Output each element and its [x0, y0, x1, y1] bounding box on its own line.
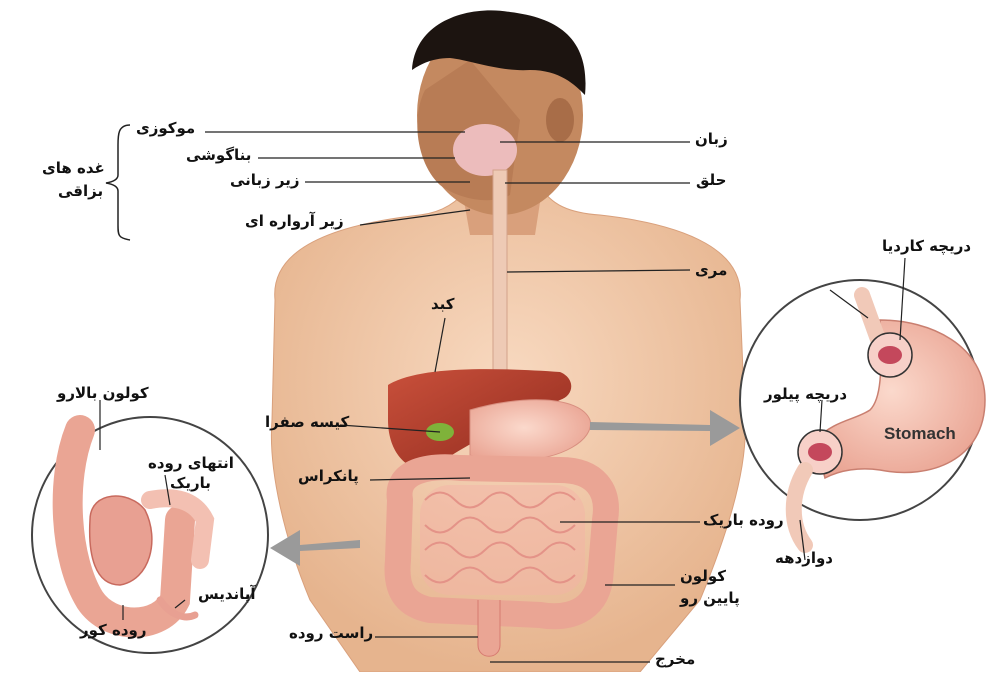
- salivary-bracket: [106, 125, 130, 240]
- ear: [546, 98, 574, 142]
- label-ileum-end-1: انتهای روده: [148, 455, 234, 472]
- label-pylorus-valve: دریچه پیلور: [764, 386, 847, 403]
- label-pharynx: حلق: [696, 172, 726, 189]
- label-cardia-valve: دریچه کاردیا: [882, 238, 971, 255]
- label-cecum: روده کور: [80, 622, 147, 639]
- label-descending-colon-2: پایین رو: [680, 590, 740, 607]
- label-rectum: راست روده: [289, 625, 373, 642]
- label-tongue: زبان: [695, 131, 728, 148]
- label-gallbladder: کیسه صفرا: [265, 414, 349, 431]
- label-liver: کبد: [431, 296, 455, 313]
- label-mucosa: موکوزی: [136, 120, 195, 137]
- label-duodenum: دوازدهه: [775, 550, 833, 567]
- label-esophagus: مری: [695, 262, 727, 279]
- label-ileum-end-2: باریک: [170, 475, 211, 492]
- label-salivary-glands-1: غده های: [42, 160, 105, 177]
- label-ascending-colon: کولون بالارو: [57, 385, 149, 402]
- label-stomach: Stomach: [884, 424, 956, 444]
- label-parotid: بناگوشی: [186, 147, 251, 164]
- label-submandibular: زیر آرواره ای: [245, 213, 344, 230]
- small-intestine-fill: [420, 485, 585, 595]
- rectum: [478, 600, 500, 656]
- label-small-intestine: روده باریک: [703, 512, 784, 529]
- label-salivary-glands-2: بزاقی: [58, 183, 103, 200]
- inset-duodenum: [794, 470, 805, 545]
- label-descending-colon-1: کولون: [680, 568, 726, 585]
- label-pancreas: پانکراس: [298, 468, 359, 485]
- label-appendix: آپاندیس: [198, 586, 256, 603]
- esophagus: [493, 170, 507, 370]
- label-anus: مخرج: [655, 651, 695, 668]
- inset-cecum: [90, 496, 152, 585]
- label-sublingual: زیر زبانی: [230, 172, 300, 189]
